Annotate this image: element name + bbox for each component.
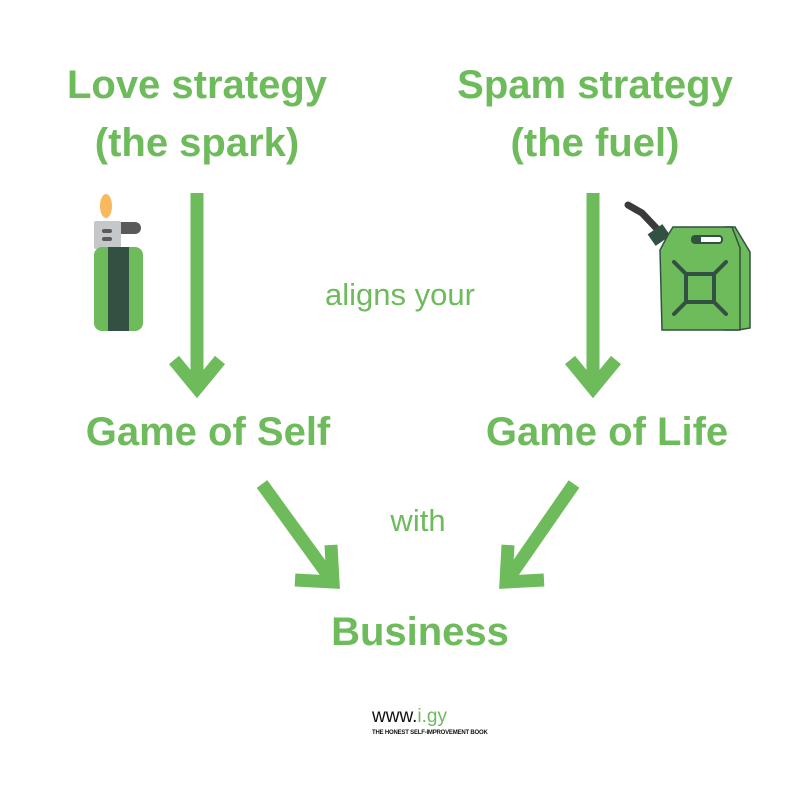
spam-strategy-label: Spam strategy (the fuel) bbox=[457, 56, 733, 172]
spam-strategy-title: Spam strategy bbox=[457, 63, 733, 107]
logo-url-domain: i.gy bbox=[417, 706, 447, 727]
logo-url-prefix: www. bbox=[372, 706, 418, 727]
logo-tagline: THE HONEST SELF-IMPROVEMENT BOOK bbox=[372, 730, 488, 736]
spam-strategy-subtitle: (the fuel) bbox=[510, 121, 680, 165]
love-strategy-label: Love strategy (the spark) bbox=[67, 56, 327, 172]
love-strategy-subtitle: (the spark) bbox=[94, 121, 300, 165]
with-text: with bbox=[390, 503, 446, 538]
arrow-diagonal-left bbox=[256, 480, 340, 589]
love-strategy-title: Love strategy bbox=[66, 63, 328, 107]
logo-url: www.i.gy bbox=[372, 706, 488, 728]
arrow-diagonal-right bbox=[499, 480, 580, 589]
igy-logo: www.i.gy THE HONEST SELF-IMPROVEMENT BOO… bbox=[372, 706, 488, 736]
arrow-down-right bbox=[564, 193, 622, 399]
game-of-self-label: Game of Self bbox=[85, 410, 331, 454]
fuel-can-icon bbox=[624, 201, 751, 331]
game-of-life-label: Game of Life bbox=[485, 410, 729, 454]
arrow-down-left bbox=[168, 193, 226, 399]
business-label: Business bbox=[331, 610, 509, 654]
lighter-icon bbox=[94, 194, 143, 331]
aligns-your-text: aligns your bbox=[325, 277, 475, 312]
